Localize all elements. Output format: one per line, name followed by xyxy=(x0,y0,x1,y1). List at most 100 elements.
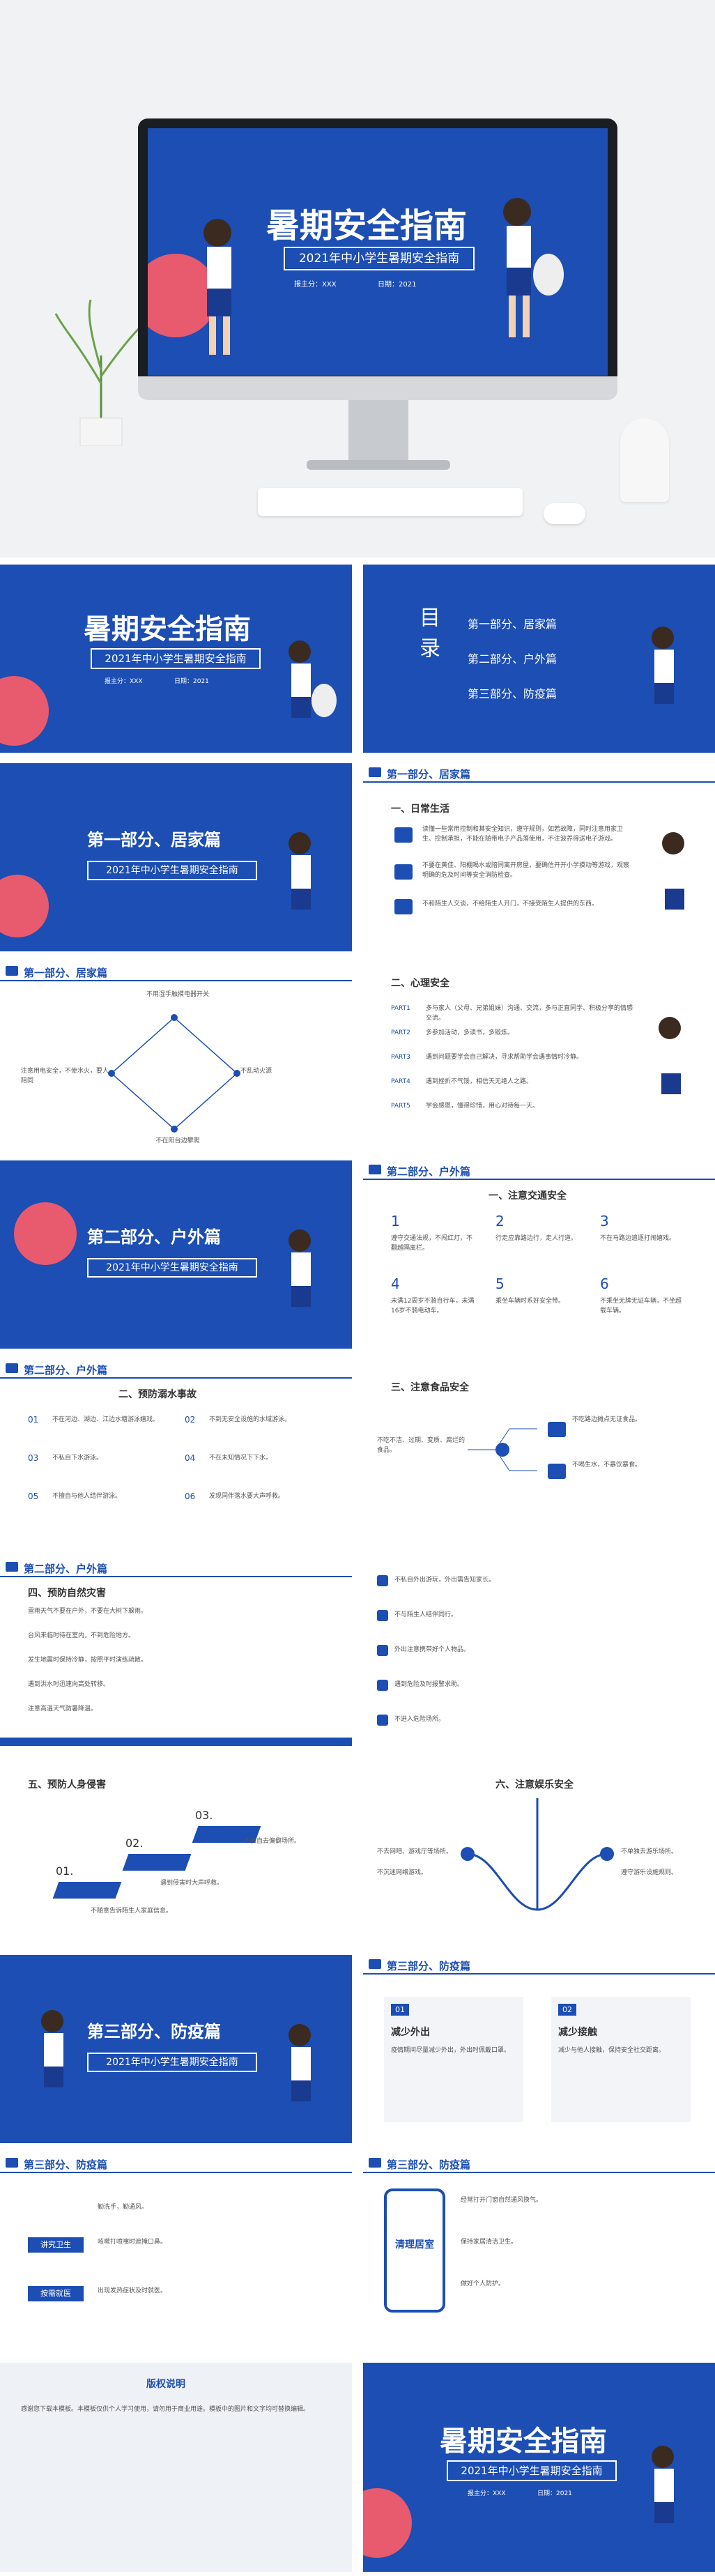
personal-item-2: 遇到侵害时大声呼救。 xyxy=(160,1880,224,1887)
food-icon xyxy=(548,1422,566,1437)
copyright-heading: 版权说明 xyxy=(146,2379,185,2390)
outdoor-item-4: 遇到危险及时报警求助。 xyxy=(394,1681,464,1688)
toc-item-1[interactable]: 第一部分、居家篇 xyxy=(468,618,558,631)
slide-cover-title: 暑期安全指南 xyxy=(84,613,251,645)
end-date: 日期：2021 xyxy=(537,2490,572,2497)
student-figure xyxy=(662,832,684,910)
phone-item-1: 经常打开门窗自然通风换气。 xyxy=(461,2197,543,2204)
vase xyxy=(620,418,669,502)
drown-num-5: 05 xyxy=(28,1492,39,1501)
entertain-item-4: 遵守游乐设施规则。 xyxy=(621,1869,678,1876)
drown-item-4: 不在未知情况下下水。 xyxy=(209,1455,272,1462)
part2-title: 第二部分、户外篇 xyxy=(87,1227,221,1247)
student-figure xyxy=(41,2010,63,2087)
slide-traffic: 第二部分、户外篇 一、注意交通安全 1 遵守交通法规，不闯红灯，不翻越隔离栏。 … xyxy=(363,1160,715,1349)
cover-slide-preview: 暑期安全指南 2021年中小学生暑期安全指南 报主分：XXX 日期：2021 xyxy=(148,128,608,376)
student-figure-right xyxy=(289,2024,311,2101)
slide-cover: 暑期安全指南 2021年中小学生暑期安全指南 报主分：XXX 日期：2021 xyxy=(0,565,352,753)
slide-phone: 第三部分、防疫篇 清理居室 经常打开门窗自然通风换气。 保持家居清洁卫生。 做好… xyxy=(363,2154,715,2342)
cover-date: 日期：2021 xyxy=(378,281,417,289)
bullet-icon xyxy=(377,1715,388,1726)
mouse xyxy=(544,503,585,524)
drown-num-1: 01 xyxy=(28,1415,39,1425)
student-figure xyxy=(659,1017,681,1094)
disaster-heading: 四、预防自然灾害 xyxy=(28,1588,106,1599)
traffic-item-1: 遵守交通法规，不闯红灯，不翻越隔离栏。 xyxy=(391,1235,473,1252)
cover-title: 暑期安全指南 xyxy=(266,206,468,245)
student-figure xyxy=(289,832,311,910)
student-figure xyxy=(289,641,337,718)
drown-item-5: 不擅自与他人结伴游泳。 xyxy=(52,1493,122,1500)
traffic-num-1: 1 xyxy=(391,1213,400,1229)
step-1-block xyxy=(52,1882,122,1899)
drown-item-1: 不在河边、湖边、江边水塘游泳嬉戏。 xyxy=(52,1416,160,1423)
personal-item-3: 不独自去偏僻场所。 xyxy=(244,1838,301,1845)
tag-hygiene: 讲究卫生 xyxy=(28,2237,84,2253)
mental-item-5: 学会感恩，懂得珍惜，用心对待每一天。 xyxy=(426,1103,539,1110)
slide-personal: 五、预防人身侵害 01. 02. 03. 不随意告诉陌生人家庭信息。 遇到侵害时… xyxy=(0,1756,352,1945)
home-safety-top: 不用湿手触摸电器开关 xyxy=(146,991,209,998)
student-figure xyxy=(503,198,564,337)
water-icon xyxy=(548,1464,566,1479)
slide-disaster: 第二部分、户外篇 四、预防自然灾害 雷雨天气不要在户外，不要在大树下躲雨。 台风… xyxy=(0,1558,352,1746)
keyboard xyxy=(258,488,523,516)
entertain-item-1: 不去网吧、游戏厅等场所。 xyxy=(377,1848,453,1855)
outdoor-item-2: 不与陌生人结伴同行。 xyxy=(394,1611,458,1618)
epi2-item-1: 勤洗手，勤通风。 xyxy=(98,2204,148,2211)
lock-icon xyxy=(394,899,413,914)
monitor: 暑期安全指南 2021年中小学生暑期安全指南 报主分：XXX 日期：2021 xyxy=(138,118,617,397)
part1-title: 第一部分、居家篇 xyxy=(87,830,221,850)
daily-item-2: 不要在黄佳、阳棚喝水或陪同离开房屋，要确信开开小学摸动等游戏，观察明确的危及时间… xyxy=(422,862,630,879)
step-3-label: 03. xyxy=(195,1809,213,1822)
mental-heading: 二、心理安全 xyxy=(391,978,449,989)
part2-subtitle: 2021年中小学生暑期安全指南 xyxy=(87,1258,257,1278)
slide-cover-date: 日期：2021 xyxy=(174,678,209,685)
slide-mental: 二、心理安全 PART1 多与家人（父母、兄弟姐妹）沟通、交流，多与正直同学、积… xyxy=(363,962,715,1150)
section-bar-title: 第二部分、户外篇 xyxy=(24,1563,108,1575)
part1-subtitle: 2021年中小学生暑期安全指南 xyxy=(87,861,257,880)
step-2-block xyxy=(122,1854,192,1871)
student-figure xyxy=(652,627,674,704)
card-2-title: 减少接触 xyxy=(558,2027,597,2038)
epi2-item-3: 出现发热症状及时就医。 xyxy=(98,2287,167,2294)
toc-item-2[interactable]: 第二部分、户外篇 xyxy=(468,652,558,666)
drown-num-3: 03 xyxy=(28,1453,39,1463)
disaster-item-3: 发生地震时保持冷静，按照平时演练疏散。 xyxy=(28,1657,148,1664)
slide-daily: 第一部分、居家篇 一、日常生活 读懂一些常用控制和其安全知识，遵守规则，如若故障… xyxy=(363,763,715,951)
end-host: 报主分：XXX xyxy=(468,2490,506,2497)
card-1-desc: 疫情期间尽量减少外出，外出时佩戴口罩。 xyxy=(391,2047,511,2054)
monitor-base xyxy=(307,460,450,470)
student-figure xyxy=(652,2446,674,2523)
disaster-item-1: 雷雨天气不要在户外，不要在大树下躲雨。 xyxy=(28,1608,148,1615)
daily-item-1: 读懂一些常用控制和其安全知识，遵守规则，如若故障，同时注意用家卫生、控制承担，不… xyxy=(422,826,624,843)
slide-cover-host: 报主分：XXX xyxy=(105,678,143,685)
tag-medical: 按需就医 xyxy=(28,2286,84,2301)
part3-title: 第三部分、防疫篇 xyxy=(87,2022,221,2041)
home-safety-left: 注意用电安全，不使水火，要人陪同 xyxy=(21,1068,109,1084)
slide-food: 三、注意食品安全 不吃不洁、过期、变质、腐烂的食品。 不吃路边摊点无证食品。 不… xyxy=(363,1359,715,1547)
drown-num-4: 04 xyxy=(185,1453,196,1463)
drown-num-6: 06 xyxy=(185,1492,196,1501)
daily-item-3: 不和陌生人交谈，不给陌生人开门，不接受陌生人提供的东西。 xyxy=(422,900,599,907)
food-item-1: 不吃不洁、过期、变质、腐烂的食品。 xyxy=(377,1437,466,1454)
toc-item-3[interactable]: 第三部分、防疫篇 xyxy=(468,687,558,700)
bullet-icon xyxy=(377,1645,388,1656)
outdoor-item-5: 不进入危险场所。 xyxy=(394,1716,445,1723)
slide-outdoor-list: 不私自外出游玩，外出需告知家长。 不与陌生人结伴同行。 外出注意携带好个人物品。… xyxy=(363,1558,715,1746)
card-2-num: 02 xyxy=(558,2004,576,2016)
card-2-desc: 减少与他人接触，保持安全社交距离。 xyxy=(558,2047,666,2054)
traffic-num-3: 3 xyxy=(600,1213,609,1229)
toc-label: 目录 xyxy=(415,606,440,668)
traffic-item-5: 乘坐车辆时系好安全带。 xyxy=(495,1298,565,1305)
phone-frame xyxy=(384,2188,445,2313)
slide-drown: 第二部分、户外篇 二、预防溺水事故 01 不在河边、湖边、江边水塘游泳嬉戏。 0… xyxy=(0,1359,352,1547)
mental-part-1: PART1 xyxy=(391,1005,410,1012)
card-1 xyxy=(384,1997,523,2122)
bullet-icon xyxy=(377,1610,388,1621)
drown-item-2: 不到无安全设施的水域游泳。 xyxy=(209,1416,291,1423)
phone-item-3: 做好个人防护。 xyxy=(461,2280,505,2287)
drown-item-3: 不私自下水游泳。 xyxy=(52,1455,103,1462)
student-figure xyxy=(289,1229,311,1307)
mental-item-1: 多与家人（父母、兄弟姐妹）沟通、交流，多与正直同学、积极分享的情感交流。 xyxy=(426,1005,633,1022)
step-1-label: 01. xyxy=(56,1864,74,1878)
